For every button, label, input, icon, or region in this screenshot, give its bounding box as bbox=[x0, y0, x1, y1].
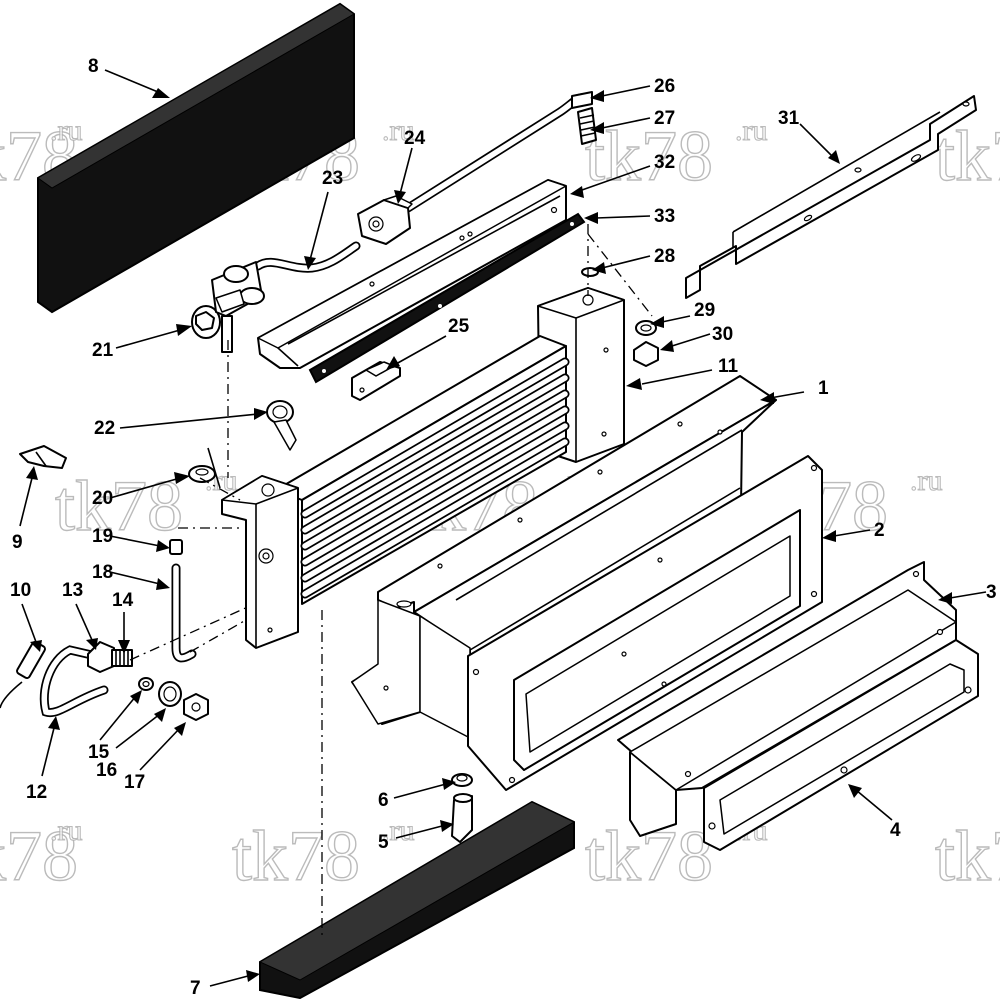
callout-29: 29 bbox=[694, 300, 715, 321]
callout-6: 6 bbox=[378, 790, 389, 811]
watermark-main: tk78 bbox=[0, 816, 78, 896]
part-22-clamp bbox=[266, 400, 297, 451]
part-5-drain-valve bbox=[451, 793, 473, 843]
watermark-suffix: .ru bbox=[50, 814, 83, 847]
callout-16: 16 bbox=[96, 760, 117, 781]
callout-13: 13 bbox=[62, 580, 83, 601]
assembly-centerlines bbox=[129, 224, 653, 940]
callout-33: 33 bbox=[654, 206, 675, 227]
part-33-seal-strip bbox=[308, 212, 586, 384]
part-7-bottom-insulation-panel bbox=[258, 800, 576, 999]
part-32-drain-channel bbox=[257, 179, 567, 369]
callout-5: 5 bbox=[378, 832, 389, 853]
watermark-main: tk78 bbox=[55, 466, 183, 546]
callout-30: 30 bbox=[712, 324, 733, 345]
callout-23: 23 bbox=[322, 168, 343, 189]
callout-2: 2 bbox=[874, 520, 885, 541]
watermark-suffix: .ru bbox=[910, 464, 943, 497]
watermark-suffix: .ru bbox=[382, 114, 415, 147]
callout-7: 7 bbox=[190, 978, 201, 999]
refrigerant-piping bbox=[253, 91, 597, 273]
callout-28: 28 bbox=[654, 246, 675, 267]
watermark-suffix: .ru bbox=[382, 814, 415, 847]
part-16-washer bbox=[158, 681, 182, 707]
part-31-mounting-bracket bbox=[685, 95, 977, 299]
callout-21: 21 bbox=[92, 340, 114, 361]
callout-26: 26 bbox=[654, 76, 675, 97]
part-11-evaporator-coil bbox=[221, 287, 625, 649]
watermark-main: tk78 bbox=[585, 116, 713, 196]
callout-4: 4 bbox=[890, 820, 901, 841]
callout-1: 1 bbox=[818, 378, 829, 399]
part-21-valve-assembly bbox=[191, 261, 265, 353]
callout-10: 10 bbox=[10, 580, 31, 601]
part-20-grommet bbox=[188, 465, 216, 483]
callout-labels: 1 2 3 4 5 6 7 8 9 10 11 12 13 14 15 16 1… bbox=[10, 56, 997, 999]
callout-25: 25 bbox=[448, 316, 470, 337]
part-6-hose-clamp bbox=[451, 773, 473, 787]
watermark-main: tk78 bbox=[232, 816, 360, 896]
part-18-drain-tube bbox=[171, 563, 197, 663]
part-19-fitting bbox=[169, 539, 183, 555]
part-25-clip-bracket bbox=[351, 361, 401, 401]
part-3-duct-box bbox=[617, 561, 957, 837]
coil-tubes bbox=[300, 357, 570, 599]
part-14-threaded-end bbox=[111, 649, 133, 667]
part-4-gasket bbox=[703, 639, 979, 851]
callout-27: 27 bbox=[654, 108, 675, 129]
watermark-suffix: .ru bbox=[735, 114, 768, 147]
callout-32: 32 bbox=[654, 152, 675, 173]
part-2-frame bbox=[467, 455, 823, 791]
callout-3: 3 bbox=[986, 582, 997, 603]
callout-31: 31 bbox=[778, 108, 800, 129]
part-9-clip bbox=[19, 445, 67, 469]
part-15-washer bbox=[138, 677, 154, 691]
callout-18: 18 bbox=[92, 562, 113, 583]
part-17-nut bbox=[183, 693, 209, 721]
part-24-expansion-valve bbox=[357, 195, 413, 245]
callout-leaders bbox=[19, 69, 987, 987]
watermark-main: tk78 bbox=[0, 116, 78, 196]
callout-20: 20 bbox=[92, 488, 113, 509]
callout-24: 24 bbox=[404, 128, 426, 149]
callout-22: 22 bbox=[94, 418, 115, 439]
part-8-top-insulation-panel bbox=[37, 2, 355, 314]
callout-9: 9 bbox=[12, 532, 23, 553]
callout-19: 19 bbox=[92, 526, 113, 547]
callout-15: 15 bbox=[88, 742, 110, 763]
callout-14: 14 bbox=[112, 590, 134, 611]
part-13-nut-fitting bbox=[87, 641, 115, 673]
watermark-main: tk78 bbox=[935, 816, 1000, 896]
callout-17: 17 bbox=[124, 772, 145, 793]
callout-8: 8 bbox=[88, 56, 99, 77]
part-30-nut bbox=[633, 341, 659, 367]
watermark-suffix: .ru bbox=[50, 114, 83, 147]
callout-12: 12 bbox=[26, 782, 47, 803]
part-12-hose-loop bbox=[39, 645, 109, 718]
callout-11: 11 bbox=[718, 356, 739, 377]
part-29-washer bbox=[635, 320, 657, 336]
